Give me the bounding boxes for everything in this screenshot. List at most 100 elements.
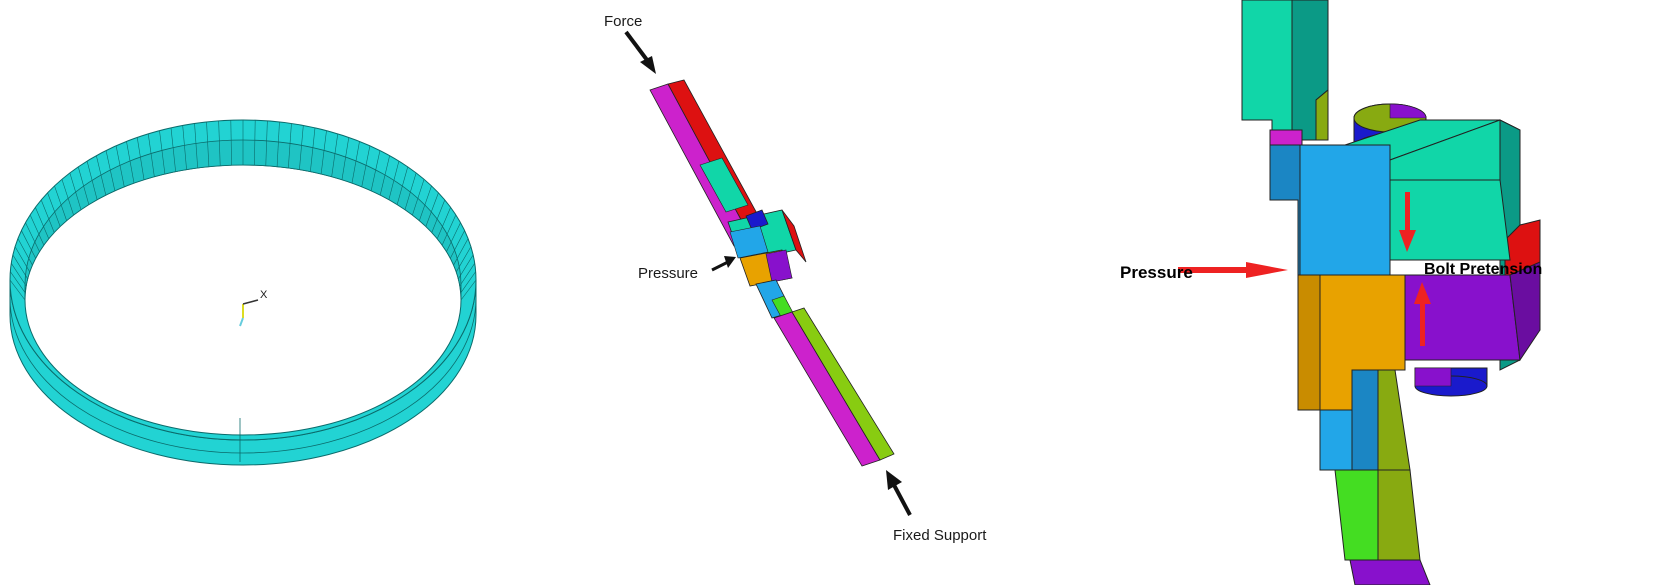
ring-mesh-line — [35, 207, 50, 239]
ring-mesh-lines — [9, 120, 477, 301]
upper-bar-olive — [1315, 88, 1329, 141]
flange-cyan — [729, 225, 769, 259]
ring-mesh-line — [276, 121, 280, 167]
ring-mesh-line — [441, 214, 457, 246]
ring-mesh-line — [61, 179, 74, 216]
ring-mesh-line — [446, 222, 461, 252]
pressure-arrow-icon — [711, 256, 736, 272]
ring-mesh-line — [361, 145, 371, 187]
ring-mesh-line — [136, 137, 145, 180]
ring-mesh-line — [40, 199, 55, 233]
ring-mesh-line — [206, 121, 210, 167]
ring-mesh-line — [396, 166, 409, 205]
upper-bar-magenta — [1269, 129, 1303, 146]
upper-bar-teal — [699, 157, 749, 213]
bottom-bolt-segment — [1414, 367, 1452, 387]
ring-mesh-line — [115, 145, 125, 187]
ring-mesh-line — [425, 192, 439, 227]
ring-mesh-line — [29, 214, 45, 246]
assembly-drawing: Force Pressure Fixed Support — [604, 13, 987, 544]
axis-x-label: X — [260, 289, 268, 301]
ring-mesh-line — [450, 230, 465, 259]
ring-mesh-line — [379, 155, 390, 196]
ring-mesh-line — [77, 166, 90, 205]
lower-bar-olive — [1377, 369, 1411, 471]
ring-mesh-line — [54, 185, 67, 221]
ring-mesh-line — [96, 155, 107, 196]
ring-mesh-line — [460, 271, 476, 294]
fixed-support-label: Fixed Support — [893, 527, 987, 544]
lower-bar-green — [1334, 469, 1379, 561]
pressure-label: Pressure — [1120, 263, 1193, 282]
body-cyan-bevel — [1269, 144, 1301, 276]
ring-mesh-panel: X — [0, 0, 520, 585]
top-bolt-cap-segment — [1389, 103, 1427, 119]
ring-mesh-line — [17, 238, 33, 266]
ring-mesh-line — [320, 130, 327, 175]
ring-mesh-line — [47, 192, 61, 227]
ring-mesh-line — [194, 123, 198, 168]
ring-mesh-line — [419, 185, 432, 221]
ring-seam-line — [9, 297, 477, 454]
ring-mesh-line — [126, 141, 135, 184]
ring-mesh-line — [459, 263, 475, 287]
lower-bar-magenta — [773, 311, 881, 467]
bolt-pretension-arrow-down-icon — [1399, 192, 1416, 252]
bolt-pretension-arrow-up-icon — [1414, 282, 1431, 346]
ring-mesh-line — [21, 230, 36, 259]
ring-mesh-line — [25, 222, 40, 252]
ring-mesh-line — [460, 279, 477, 301]
ring-mesh-line — [230, 120, 232, 166]
flange-blue-bolt — [745, 209, 769, 231]
ring-mesh-line — [299, 125, 304, 170]
ring-mesh-line — [159, 130, 166, 175]
flange-violet — [765, 249, 793, 283]
ring-mesh-line — [331, 133, 339, 177]
ring-mesh-line — [341, 137, 350, 180]
lower-bar-violet — [1349, 559, 1431, 585]
ring-mesh-line — [370, 150, 381, 191]
flange-red-side — [781, 209, 807, 263]
ring-mesh-line — [86, 161, 98, 200]
ring-mesh-line — [453, 238, 469, 266]
ring-mesh-line — [11, 263, 27, 287]
ring-inner-wall — [24, 139, 462, 301]
body-orange-bevel — [1297, 274, 1321, 411]
ring-mesh-line — [288, 123, 292, 168]
axis-triad-icon: X — [239, 289, 268, 327]
ring-mesh-line — [458, 254, 474, 280]
ring-mesh-line — [455, 246, 472, 273]
flange-teal-square — [1389, 179, 1511, 261]
detail-drawing: Pressure Bolt Pretension — [1120, 0, 1542, 585]
lower-bar-olive — [791, 307, 895, 461]
ring-mesh-drawing: X — [9, 119, 477, 466]
ring-mesh-line — [310, 127, 316, 172]
pressure-arrow-icon — [1178, 262, 1288, 278]
bolt-pretension-label: Bolt Pretension — [1424, 261, 1542, 278]
ring-mesh-line — [254, 120, 256, 166]
ring-mesh-line — [9, 279, 26, 301]
ring-mesh-line — [436, 207, 451, 239]
ring-mesh-line — [218, 120, 221, 166]
flange-violet-side — [1509, 261, 1541, 362]
pressure-label: Pressure — [638, 265, 698, 282]
lower-bar-cyan-side — [1351, 369, 1379, 471]
ring-mesh-line — [12, 254, 28, 280]
ring-mesh-line — [170, 127, 176, 172]
lower-bar-cyan — [1319, 409, 1353, 471]
ring-mesh-line — [404, 172, 417, 210]
ring-mesh-line — [351, 141, 360, 184]
ring-mesh-line — [10, 271, 26, 294]
ring-mesh-line — [69, 172, 82, 210]
ring-mesh-line — [388, 161, 400, 200]
ring-mesh-line — [105, 150, 116, 191]
ring-mesh-line — [265, 120, 268, 166]
force-arrow-icon — [624, 30, 656, 74]
upper-bar-face-teal — [1241, 0, 1293, 141]
ring-mesh-line — [182, 125, 187, 170]
ring-inner-opening — [24, 164, 462, 436]
ring-mesh-line — [412, 179, 425, 216]
assembly-panel: Force Pressure Fixed Support — [560, 0, 1120, 585]
ring-mesh-line — [14, 246, 31, 273]
detail-panel: Pressure Bolt Pretension — [1120, 0, 1653, 585]
